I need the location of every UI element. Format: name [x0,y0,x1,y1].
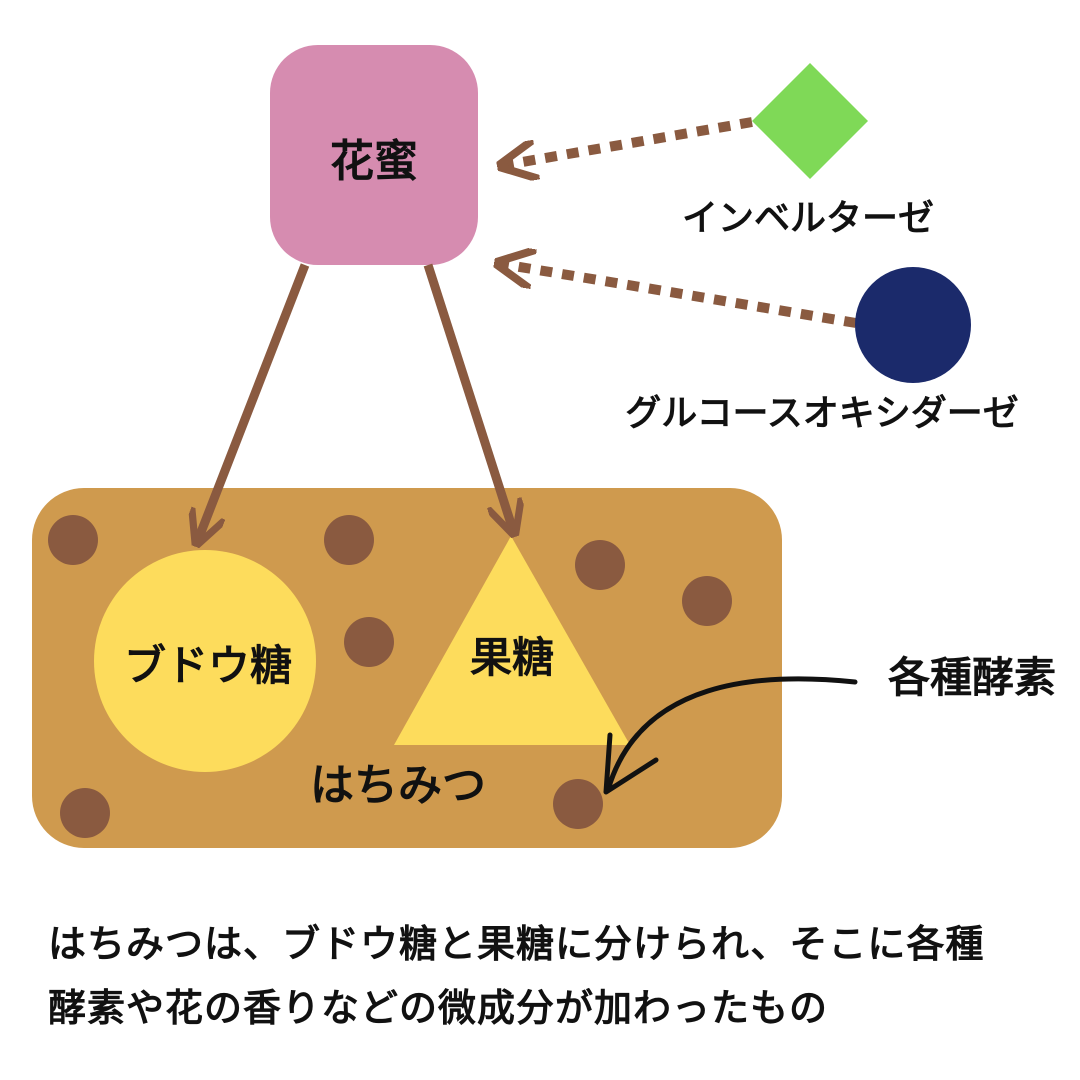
caption: はちみつは、ブドウ糖と果糖に分けられ、そこに各種 酵素や花の香りなどの微成分が加… [48,912,1048,1040]
nectar-label: 花蜜 [330,136,418,187]
enzyme-dot [344,617,394,667]
glucose-oxidase-arrow [502,264,857,328]
arrow-to-glucose [198,263,310,540]
glucose-circle [94,550,316,772]
nectar-box [270,45,478,265]
various-enzymes-arrowhead [603,732,659,795]
invertase-diamond [752,63,868,179]
enzyme-dots [48,515,732,838]
various-enzymes-arrow [605,676,858,793]
enzyme-dot [553,779,603,829]
enzyme-arrows [502,117,857,328]
glucose-label: ブドウ糖 [124,641,292,690]
various-enzymes-label: 各種酵素 [888,653,1056,702]
arrow-to-fructose [423,263,513,530]
honey-label: はちみつ [310,760,486,811]
split-arrows [198,263,513,540]
fructose-label: 果糖 [470,633,554,682]
enzyme-dot [324,515,374,565]
enzyme-dot [48,515,98,565]
glucose-oxidase-label: グルコースオキシダーゼ [625,393,1018,434]
glucose-oxidase-circle [855,267,971,383]
caption-line-2: 酵素や花の香りなどの微成分が加わったもの [48,986,829,1030]
enzyme-dot [682,576,732,626]
enzyme-dot [575,540,625,590]
invertase-label: インベルターゼ [682,198,934,239]
caption-line-1: はちみつは、ブドウ糖と果糖に分けられ、そこに各種 [48,922,985,966]
invertase-arrow [505,117,753,165]
enzyme-dot [60,788,110,838]
fructose-triangle [394,536,630,745]
